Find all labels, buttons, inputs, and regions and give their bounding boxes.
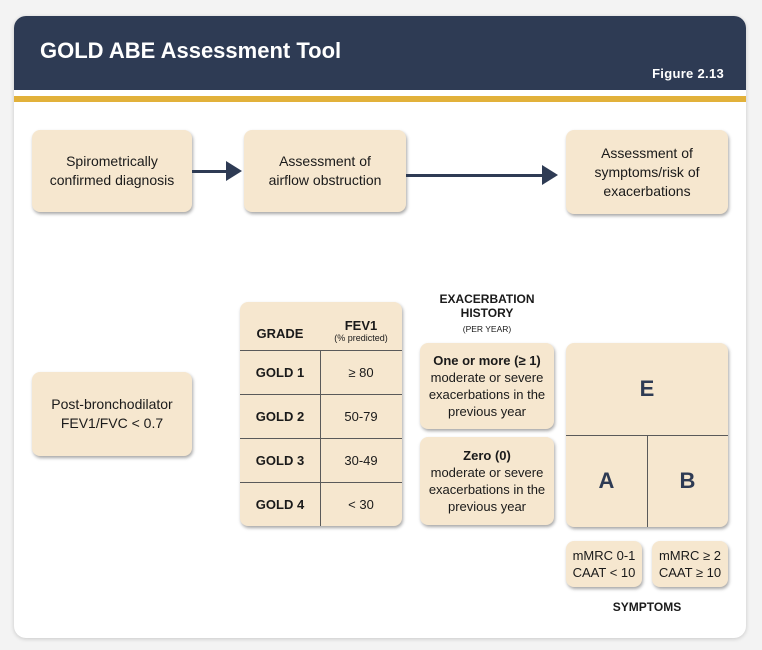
symptoms-low-caat: CAAT < 10: [572, 565, 636, 580]
exacerbation-high-line3: previous year: [447, 404, 527, 419]
grid-divider-vertical: [647, 435, 648, 527]
flow-box-airflow-line1: Assessment of: [279, 153, 371, 169]
flow-box-airflow: Assessment of airflow obstruction: [244, 130, 406, 212]
header-bar: GOLD ABE Assessment Tool Figure 2.13: [14, 16, 746, 90]
gold-divider: [14, 96, 746, 102]
table-divider-row2: [240, 438, 402, 439]
figure-label: Figure 2.13: [652, 66, 724, 81]
exacerbation-zero-line1: moderate or severe: [430, 465, 544, 480]
table-grade-1: GOLD 1: [255, 364, 305, 380]
symptoms-high-caat: CAAT ≥ 10: [658, 565, 722, 580]
group-b: B: [679, 468, 696, 493]
abe-group-grid: E A B: [566, 343, 728, 527]
fev-grade-table: GRADE FEV1 (% predicted) GOLD 1 ≥ 80 GOL…: [240, 302, 402, 526]
flow-box-airflow-line2: airflow obstruction: [268, 172, 382, 188]
exacerbation-subtitle: (PER YEAR): [462, 324, 512, 334]
table-grade-3: GOLD 3: [255, 452, 305, 468]
exacerbation-high-heading: One or more (≥ 1): [433, 353, 541, 368]
flow-arrow-2-line: [406, 174, 544, 177]
table-value-3: 30-49: [344, 452, 378, 468]
exacerbation-zero-line3: previous year: [447, 499, 527, 514]
flow-box-diagnosis: Spirometrically confirmed diagnosis: [32, 130, 192, 212]
postbronch-line1: Post-bronchodilator: [51, 396, 173, 412]
group-a: A: [598, 468, 615, 493]
figure-card: GOLD ABE Assessment Tool Figure 2.13: [14, 16, 746, 638]
flow-box-symptoms-risk: Assessment of symptoms/risk of exacerbat…: [566, 130, 728, 214]
symptoms-high-mmrc: mMRC ≥ 2: [658, 548, 721, 563]
postbronch-line2: FEV1/FVC < 0.7: [60, 415, 164, 431]
flow-arrow-1-head: [226, 161, 242, 181]
exacerbation-high-line2: exacerbations in the: [428, 387, 546, 402]
table-value-2: 50-79: [344, 408, 378, 424]
exacerbation-title-line1: EXACERBATION: [439, 292, 535, 306]
symptoms-label: SYMPTOMS: [612, 600, 682, 614]
flow-box-diagnosis-line1: Spirometrically: [66, 153, 158, 169]
exacerbation-zero-line2: exacerbations in the: [428, 482, 546, 497]
exacerbation-title: EXACERBATION HISTORY: [420, 292, 554, 320]
table-value-1: ≥ 80: [348, 364, 374, 380]
table-grade-2: GOLD 2: [255, 408, 305, 424]
exacerbation-high-line1: moderate or severe: [430, 370, 544, 385]
table-divider-header: [240, 350, 402, 351]
exacerbation-zero-box: Zero (0) moderate or severe exacerbation…: [420, 437, 554, 525]
table-grade-4: GOLD 4: [255, 496, 305, 512]
exacerbation-high-box: One or more (≥ 1) moderate or severe exa…: [420, 343, 554, 429]
table-header-fev-sub: (% predicted): [334, 333, 388, 343]
flow-box-diagnosis-line2: confirmed diagnosis: [49, 172, 175, 188]
symptoms-low-box: mMRC 0-1 CAAT < 10: [566, 541, 642, 587]
table-header-grade: GRADE: [256, 325, 304, 341]
flow-arrow-1-line: [192, 170, 228, 173]
exacerbation-zero-heading: Zero (0): [463, 448, 511, 463]
flow-arrow-2-head: [542, 165, 558, 185]
exacerbation-title-line2: HISTORY: [460, 306, 514, 320]
table-value-4: < 30: [348, 496, 374, 512]
table-header-fev-label: FEV1: [344, 318, 378, 333]
table-header-fev: FEV1 (% predicted): [320, 302, 402, 350]
flow-box-symptoms-line3: exacerbations: [603, 182, 691, 199]
symptoms-low-mmrc: mMRC 0-1: [572, 548, 636, 563]
table-divider-row3: [240, 482, 402, 483]
group-e: E: [639, 376, 655, 401]
postbronch-box: Post-bronchodilator FEV1/FVC < 0.7: [32, 372, 192, 456]
flow-box-symptoms-line1: Assessment of: [601, 144, 693, 161]
page-title: GOLD ABE Assessment Tool: [40, 38, 342, 63]
flow-box-symptoms-line2: symptoms/risk of: [594, 163, 700, 180]
table-divider-row1: [240, 394, 402, 395]
symptoms-high-box: mMRC ≥ 2 CAAT ≥ 10: [652, 541, 728, 587]
